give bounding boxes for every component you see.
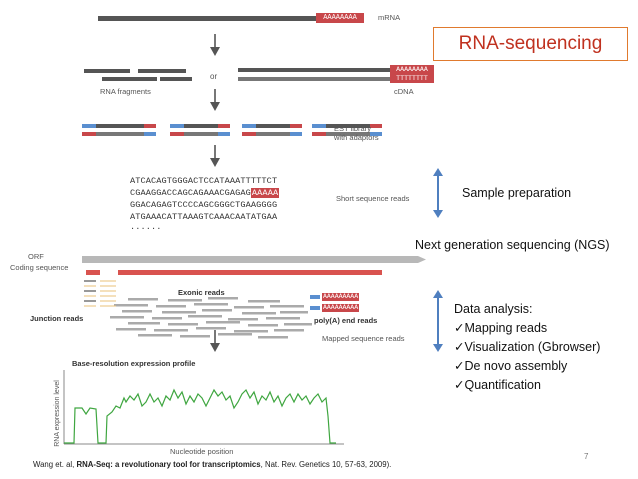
junction-reads-label: Junction reads [30, 314, 84, 323]
orf-bar [82, 256, 426, 275]
citation: Wang et. al, RNA-Seq: a revolutionary to… [33, 460, 391, 469]
cdna-strand-bottom [238, 77, 390, 81]
junction-reads-icon [84, 280, 116, 307]
sequence-read: GGACAGAGTCCCCAGCGGGCTGAAGGGG [130, 200, 278, 210]
orf-label: ORF [28, 252, 44, 261]
est-library-fragments [82, 124, 382, 136]
slide-title: RNA-sequencing [458, 33, 603, 54]
double-arrow-icon [433, 168, 443, 218]
mrna-strand [98, 16, 316, 21]
cdna-tail-top: AAAAAAAA [390, 65, 434, 74]
rna-fragments-label: RNA fragments [100, 87, 151, 96]
cdna-label: cDNA [394, 87, 414, 96]
sequence-read: ATCACAGTGGGACTCCATAAATTTTTCT [130, 176, 278, 186]
est-label-line1: EST library [334, 124, 371, 133]
sample-preparation-label: Sample preparation [462, 186, 572, 200]
or-label: or [210, 72, 218, 81]
list-item: ✓Quantification [454, 378, 541, 392]
cdna-tail-bottom: TTTTTTTT [390, 74, 434, 83]
list-item: ✓Visualization (Gbrowser) [454, 340, 601, 354]
mapped-reads-label: Mapped sequence reads [322, 334, 405, 343]
sequence-read: ATGAAACATTAAAGTCAAACAATATGAA [130, 212, 278, 222]
cdna-strand-top [238, 68, 390, 72]
exonic-reads-label: Exonic reads [178, 288, 225, 297]
down-arrow-icon [210, 330, 220, 352]
rna-fragment [84, 69, 130, 73]
coding-sequence-label: Coding sequence [10, 263, 69, 272]
rna-fragment [102, 77, 157, 81]
rna-fragment [160, 77, 192, 81]
data-analysis-heading: Data analysis: [454, 302, 533, 316]
down-arrow-icon [210, 34, 220, 56]
rna-fragment [138, 69, 186, 73]
mrna-polya-tail: AAAAAAAA [316, 13, 364, 23]
polya-reads-label: poly(A) end reads [314, 316, 378, 325]
ngs-label: Next generation sequencing (NGS) [415, 238, 610, 252]
citation-journal: , Nat. Rev. Genetics 10, 57-63, 2009). [260, 460, 392, 469]
profile-title: Base-resolution expression profile [72, 359, 196, 368]
data-analysis-list: Data analysis: ✓Mapping reads ✓Visualiza… [454, 300, 600, 395]
citation-title: RNA-Seq: a revolutionary tool for transc… [76, 460, 261, 469]
list-item: ✓Mapping reads [454, 321, 548, 335]
sequence-ellipsis: ...... [130, 222, 162, 232]
slide-title-box: RNA-sequencing [433, 27, 628, 61]
expression-profile-line [64, 388, 336, 444]
citation-authors: Wang et. al, [33, 460, 77, 469]
sequence-polya-tail: AAAAA [250, 188, 280, 198]
short-reads-label: Short sequence reads [336, 194, 410, 203]
down-arrow-icon [210, 145, 220, 167]
list-item: ✓De novo assembly [454, 359, 568, 373]
mrna-label: mRNA [378, 13, 401, 22]
profile-xlabel: Nucleotide position [170, 447, 234, 456]
sequence-read: CGAAGGACCAGCAGAAACGAGAGAAAAA [130, 188, 280, 198]
polya-read: AAAAAAAAA [310, 293, 360, 301]
polya-read: AAAAAAAAA [310, 304, 360, 312]
double-arrow-icon [433, 290, 443, 352]
exonic-reads-cloud [110, 297, 312, 339]
est-label-line2: with adaptors [334, 133, 379, 142]
expression-profile-plot [63, 370, 344, 445]
page-number: 7 [584, 452, 589, 461]
down-arrow-icon [210, 89, 220, 111]
